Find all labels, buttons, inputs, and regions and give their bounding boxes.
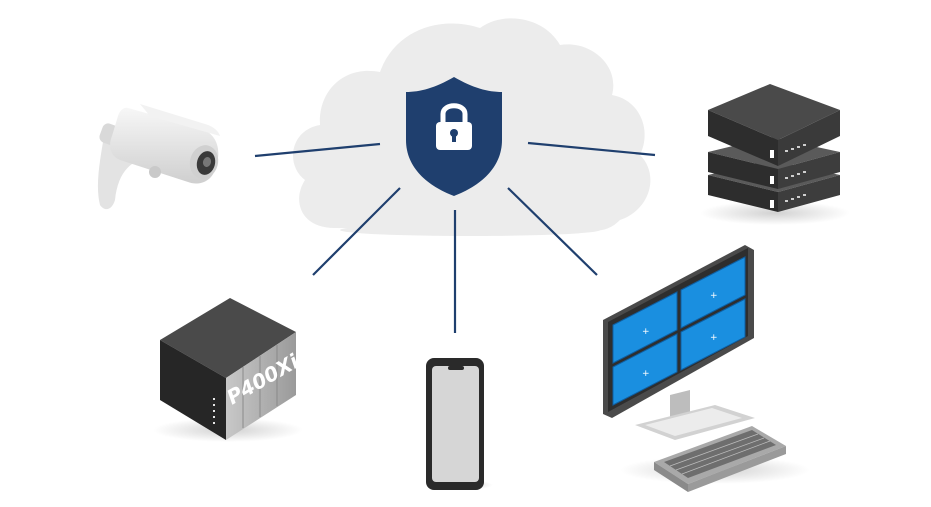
panel-marker: + <box>710 291 718 301</box>
monitor-screen <box>612 256 746 406</box>
shield-lock-icon <box>406 77 502 196</box>
security-camera-icon <box>97 104 220 210</box>
server-rack-icon <box>700 84 850 225</box>
panel-marker: + <box>642 327 650 337</box>
panel-marker: + <box>642 369 650 379</box>
connector-server <box>527 141 656 157</box>
connector-workstation <box>507 187 598 276</box>
connector-nas <box>312 187 401 276</box>
panel-marker: + <box>710 333 718 343</box>
nas-storage-icon: P400Xi <box>153 298 304 442</box>
keyboard-icon <box>654 426 786 492</box>
smartphone-icon <box>426 358 493 490</box>
connector-camera <box>254 142 381 158</box>
monitor-keyboard-icon: + + + + <box>603 245 810 492</box>
connector-lines <box>254 141 656 333</box>
